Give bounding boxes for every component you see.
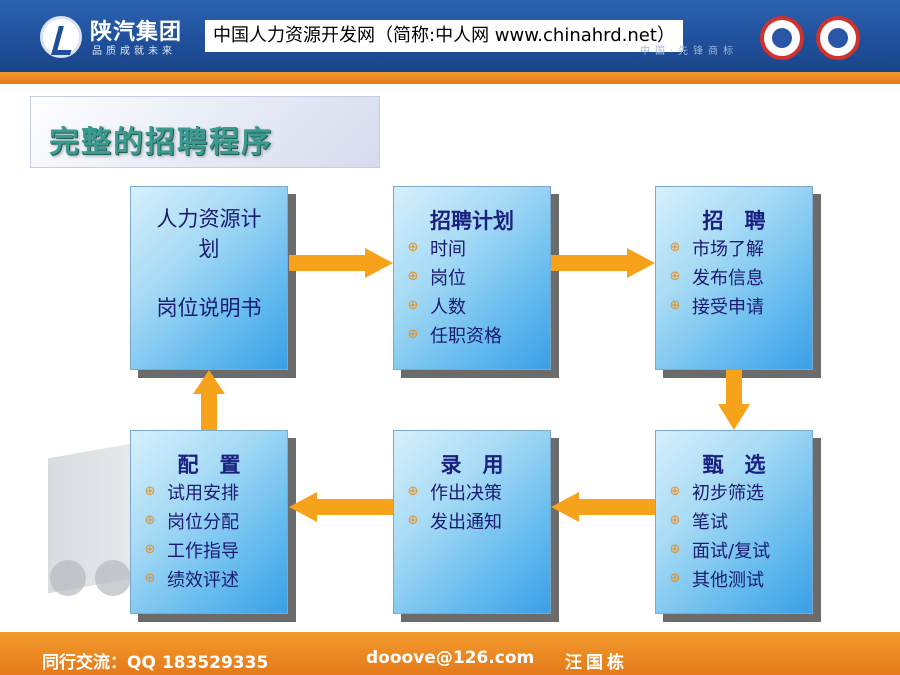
job-description: 岗位说明书 [156,296,262,320]
list-item: ⊕面试/复试 [669,540,771,562]
list-item: ⊕作出决策 [407,482,502,504]
bullet-icon: ⊕ [144,571,156,586]
list-item: ⊕工作指导 [144,540,239,562]
recruit-list: ⊕市场了解 ⊕发布信息 ⊕接受申请 [668,233,764,320]
footer-bar: 同行交流：QQ 183529335 dooove@126.com 汪国栋 [0,632,900,675]
list-item: ⊕时间 [407,238,466,260]
site-banner: 中国人力资源开发网（简称:中人网 www.chinahrd.net） [205,20,683,52]
arrow-left-icon [289,492,393,522]
bullet-icon: ⊕ [144,542,156,557]
list-item: ⊕笔试 [669,511,728,533]
box-selection: 甄 选 ⊕初步筛选 ⊕笔试 ⊕面试/复试 ⊕其他测试 [655,430,813,614]
hire-list: ⊕作出决策 ⊕发出通知 [406,477,502,535]
china-brand-badge-icon [816,16,860,60]
bullet-icon: ⊕ [669,542,681,557]
list-item: ⊕试用安排 [144,482,239,504]
bullet-icon: ⊕ [407,484,419,499]
slide-title-box: 完整的招聘程序 [30,96,380,168]
list-item: ⊕发出通知 [407,511,502,533]
brand-badge-icon [760,16,804,60]
list-item: ⊕初步筛选 [669,482,764,504]
list-item: ⊕接受申请 [669,296,764,318]
logo-slogan: 品质成就未来 [92,46,176,57]
selection-title: 甄 选 [702,453,766,477]
bullet-icon: ⊕ [669,269,681,284]
bullet-icon: ⊕ [407,513,419,528]
truck-wheel-icon [50,560,86,596]
bullet-icon: ⊕ [669,571,681,586]
box-recruit-plan: 招聘计划 ⊕时间 ⊕岗位 ⊕人数 ⊕任职资格 [393,186,551,370]
bullet-icon: ⊕ [407,327,419,342]
arrow-down-icon [718,370,750,430]
bullet-icon: ⊕ [144,513,156,528]
hr-plan-line2: 划 [198,237,220,261]
list-item: ⊕任职资格 [407,325,502,347]
footer-email: dooove@126.com [366,648,535,668]
arrow-left-icon [551,492,655,522]
box-recruit: 招 聘 ⊕市场了解 ⊕发布信息 ⊕接受申请 [655,186,813,370]
bullet-icon: ⊕ [407,240,419,255]
arrow-right-icon [551,248,655,278]
box-hr-plan: 人力资源计 划 岗位说明书 [130,186,288,370]
list-item: ⊕人数 [407,296,466,318]
bullet-icon: ⊕ [669,298,681,313]
footer-author: 汪国栋 [565,653,628,673]
hr-plan-line1: 人力资源计 [156,207,262,231]
recruit-title: 招 聘 [702,209,766,233]
bullet-icon: ⊕ [669,484,681,499]
shaanxi-auto-logo-icon [40,16,82,58]
list-item: ⊕岗位分配 [144,511,239,533]
bullet-icon: ⊕ [669,240,681,255]
recruit-plan-title: 招聘计划 [430,209,514,233]
list-item: ⊕岗位 [407,267,466,289]
arrow-right-icon [289,248,393,278]
hire-title: 录 用 [440,453,504,477]
list-item: ⊕市场了解 [669,238,764,260]
selection-list: ⊕初步筛选 ⊕笔试 ⊕面试/复试 ⊕其他测试 [668,477,771,593]
truck-wheel-icon [95,560,131,596]
list-item: ⊕绩效评述 [144,569,239,591]
box-hire: 录 用 ⊕作出决策 ⊕发出通知 [393,430,551,614]
bullet-icon: ⊕ [669,513,681,528]
bullet-icon: ⊕ [407,298,419,313]
placement-title: 配 置 [177,453,241,477]
list-item: ⊕其他测试 [669,569,764,591]
arrow-up-icon [193,370,225,430]
slide-title: 完整的招聘程序 [49,125,273,160]
box-placement: 配 置 ⊕试用安排 ⊕岗位分配 ⊕工作指导 ⊕绩效评述 [130,430,288,614]
list-item: ⊕发布信息 [669,267,764,289]
recruit-plan-list: ⊕时间 ⊕岗位 ⊕人数 ⊕任职资格 [406,233,502,349]
header-orange-stripe [0,72,900,84]
placement-list: ⊕试用安排 ⊕岗位分配 ⊕工作指导 ⊕绩效评述 [143,477,239,593]
footer-contact: 同行交流：QQ 183529335 [42,653,269,673]
bullet-icon: ⊕ [144,484,156,499]
header-right-text: 中国·先锋商标 [640,46,739,57]
logo-name: 陕汽集团 [90,20,183,45]
bullet-icon: ⊕ [407,269,419,284]
